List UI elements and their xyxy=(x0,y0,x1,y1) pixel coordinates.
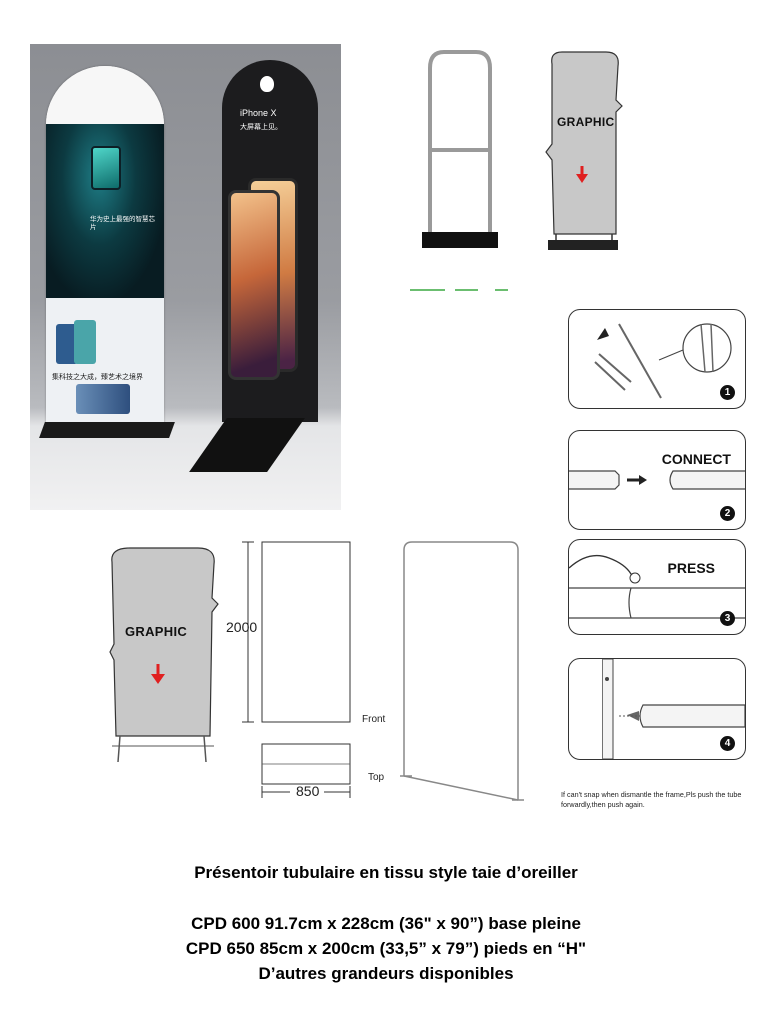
step-2-word: CONNECT xyxy=(661,451,731,467)
arrow-down-icon xyxy=(576,174,588,183)
step-3-word: PRESS xyxy=(667,560,715,576)
assembly-note: If can't snap when dismantle the frame,P… xyxy=(561,790,742,809)
cover-graphic xyxy=(545,51,623,235)
banner-left-huawei: 华为史上最强的智慧芯片 集科技之大成，臻艺术之境界 xyxy=(46,66,164,426)
step-2-box: CONNECT 2 xyxy=(568,430,746,530)
dimension-drawing xyxy=(242,541,524,801)
frame-icon xyxy=(428,50,492,235)
step-1-number: 1 xyxy=(720,385,735,400)
graphic-label-top: GRAPHIC xyxy=(557,115,615,129)
step-4-number: 4 xyxy=(720,736,735,751)
banner-left-headline: 华为史上最强的智慧芯片 xyxy=(90,216,155,231)
product-photo: 华为史上最强的智慧芯片 集科技之大成，臻艺术之境界 iPhone X 大屏幕上见… xyxy=(30,44,341,510)
banner-right-iphone: iPhone X 大屏幕上见。 xyxy=(222,60,318,422)
caption-line-3: D’autres grandeurs disponibles xyxy=(258,964,514,983)
banner-left-tagline: 集科技之大成，臻艺术之境界 xyxy=(52,374,143,381)
top-label: Top xyxy=(368,772,385,783)
caption-title: Présentoir tubulaire en tissu style taie… xyxy=(194,863,578,882)
frame-base xyxy=(422,232,498,248)
graphic-label-bottom: GRAPHIC xyxy=(125,624,188,639)
step-1-box: 1 xyxy=(568,309,746,409)
banner-right-slogan: 大屏幕上见。 xyxy=(240,124,282,131)
banner-left-base xyxy=(39,422,175,438)
step-4-box: 4 xyxy=(568,658,746,760)
apple-logo-icon xyxy=(260,76,274,92)
cover-diagram-large xyxy=(109,547,219,763)
step-2-number: 2 xyxy=(720,506,735,521)
banner-right-base xyxy=(189,418,305,472)
width-label: 850 xyxy=(296,783,320,799)
step-3-box: PRESS 3 xyxy=(568,539,746,635)
frame-and-cover-diagram xyxy=(410,50,623,291)
caption-line-1: CPD 600 91.7cm x 228cm (36" x 90”) base … xyxy=(191,914,581,933)
arrow-down-icon xyxy=(151,674,165,684)
banner-right-model: iPhone X xyxy=(240,108,277,118)
caption-line-2: CPD 650 85cm x 200cm (33,5” x 79”) pieds… xyxy=(185,939,587,958)
height-label: 2000 xyxy=(226,619,258,635)
step-3-number: 3 xyxy=(720,611,735,626)
front-label: Front xyxy=(362,714,386,725)
